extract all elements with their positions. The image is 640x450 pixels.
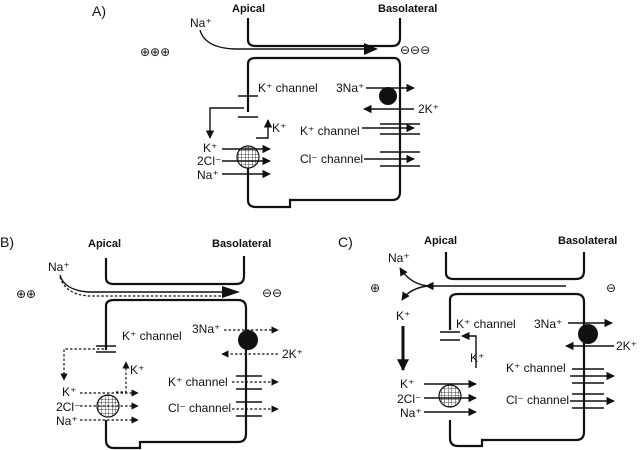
panel-a-pump-k: 2K⁺ [418, 102, 439, 116]
panel-b-left-charge: ⊕⊕ [16, 287, 36, 301]
panel-b-basolateral-label: Basolateral [212, 238, 271, 250]
panel-b-recycle-k: K⁺ [130, 363, 144, 377]
panel-c-left-charge: ⊕ [370, 281, 380, 295]
panel-a-pump-na: 3Na⁺ [336, 81, 364, 95]
panel-b-na-k-pump [238, 330, 258, 350]
panel-b-paracellular-solid [59, 274, 226, 293]
panel-c-cell-membrane [448, 292, 586, 448]
panel-a-k-recycle-arrow [256, 119, 273, 139]
panel-a-nkcc-cotransporter [236, 145, 260, 169]
panel-c-recycle-k: K⁺ [470, 351, 484, 365]
panel-b-pump-na: 3Na⁺ [192, 322, 220, 336]
panel-a-apical-label: Apical [232, 3, 265, 15]
panel-a-baso-cl-label: Cl⁻ channel [300, 152, 363, 166]
panel-b-cotransport-k: K⁺ [62, 385, 76, 399]
panel-b-cotransport-na: Na⁺ [56, 414, 78, 428]
panel-b-baso-k-label: K⁺ channel [168, 375, 228, 389]
panel-c-lumen-na: Na⁺ [388, 251, 410, 265]
panel-a-lumen-na: Na⁺ [190, 16, 212, 30]
panel-a-basolateral-label: Basolateral [378, 3, 437, 15]
panel-c-pump-k: 2K⁺ [616, 339, 637, 353]
panel-c-pump-na: 3Na⁺ [534, 317, 562, 331]
panel-c-apical-label: Apical [424, 235, 457, 247]
panel-c-cotransport-na: Na⁺ [400, 406, 422, 420]
panel-b-k-efflux-arrow [60, 348, 104, 381]
panel-c-secreted-k: K⁺ [396, 309, 410, 323]
panel-c-nkcc-cotransporter [438, 384, 462, 408]
panel-b-label: B) [0, 234, 14, 250]
panel-c-cotransport-k: K⁺ [400, 377, 414, 391]
panel-a-cotransport-cl: 2Cl⁻ [197, 154, 221, 168]
panel-c-label: C) [338, 234, 353, 250]
panel-b-cell-membrane [104, 298, 248, 450]
panel-c-upper-cell [444, 252, 586, 281]
panel-c-baso-cl-label: Cl⁻ channel [506, 393, 569, 407]
panel-c-baso-k-label: K⁺ channel [506, 361, 566, 375]
panel-c-na-k-pump [578, 324, 598, 344]
panel-b-lumen-na: Na⁺ [48, 260, 70, 274]
panel-c-right-charge: ⊖ [606, 281, 616, 295]
panel-c-cotransport-cl: 2Cl⁻ [397, 392, 421, 406]
panel-a-label: A) [92, 3, 106, 19]
panel-b-baso-cl-label: Cl⁻ channel [168, 401, 231, 415]
panel-b-upper-cell [104, 256, 246, 286]
panel-b-cotransport-cl: 2Cl⁻ [56, 400, 80, 414]
panel-b: B) Apical Basolateral Na⁺ ⊕⊕ ⊖⊖ K⁺ chann… [0, 234, 303, 450]
panel-c-k-recycle-arrow [461, 331, 477, 368]
panel-a-baso-k-label: K⁺ channel [300, 124, 360, 138]
panel-a-recycle-k: K⁺ [272, 121, 286, 135]
panel-b-paracellular-arrowhead [222, 286, 240, 298]
panel-a-upper-cell [246, 18, 402, 48]
panel-c: C) Apical Basolateral Na⁺ ⊕ ⊖ K⁺ K⁺ chan… [338, 234, 637, 448]
panel-a-paracellular-arrowhead [364, 43, 378, 55]
panel-b-apical-channel-label: K⁺ channel [122, 329, 182, 343]
panel-b-right-charge: ⊖⊖ [262, 286, 282, 300]
panel-a-cotransport-na: Na⁺ [197, 168, 219, 182]
panel-a-na-k-pump [379, 87, 397, 105]
panel-c-apical-channel-label: K⁺ channel [456, 317, 516, 331]
panel-c-basolateral-label: Basolateral [558, 235, 617, 247]
panel-a-k-efflux-arrow [205, 107, 244, 139]
panel-b-pump-k: 2K⁺ [282, 347, 303, 361]
panel-a: A) Apical Basolateral Na⁺ ⊕⊕⊕ ⊖⊖⊖ K⁺ cha… [92, 3, 439, 209]
panel-b-k-recycle-arrow [116, 361, 130, 393]
panel-b-paracellular-dashed [59, 276, 226, 297]
panel-a-apical-channel-label: K⁺ channel [258, 81, 318, 95]
panel-b-apical-label: Apical [88, 238, 121, 250]
panel-a-paracellular-arrow [199, 29, 373, 52]
panel-a-left-charge: ⊕⊕⊕ [140, 45, 170, 59]
panel-a-cotransport-k: K⁺ [203, 141, 217, 155]
panel-a-cell-membrane [246, 56, 402, 209]
panel-a-right-charge: ⊖⊖⊖ [400, 43, 430, 57]
